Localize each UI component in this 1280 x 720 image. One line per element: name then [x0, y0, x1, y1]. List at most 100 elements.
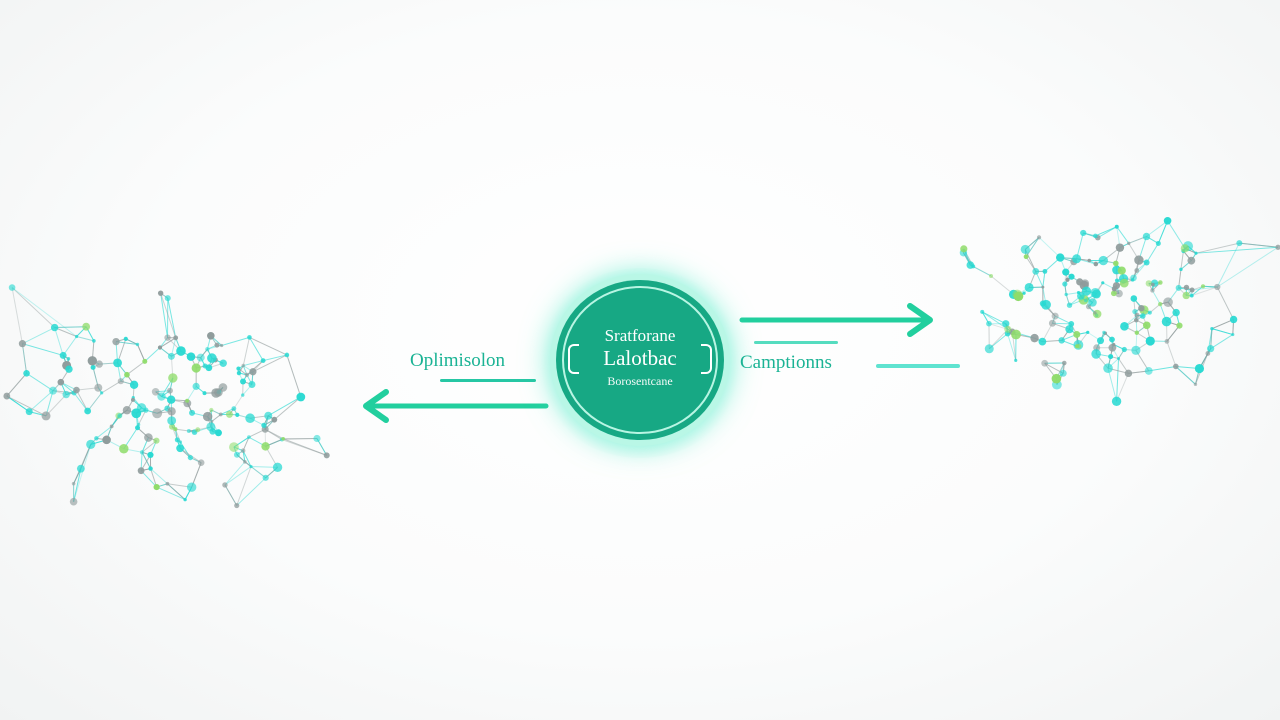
network-node	[966, 261, 975, 269]
network-node	[1048, 319, 1056, 327]
network-node	[153, 437, 160, 444]
network-edge	[1007, 333, 1017, 361]
network-node	[167, 407, 176, 416]
network-node	[1114, 278, 1120, 283]
network-edge	[1211, 318, 1234, 330]
network-node	[66, 356, 71, 361]
network-node	[231, 406, 237, 411]
network-node	[49, 386, 58, 395]
network-edge	[1152, 290, 1161, 305]
network-edge	[22, 327, 55, 345]
network-node	[1085, 304, 1092, 310]
network-edge	[990, 275, 1014, 295]
network-node	[1004, 325, 1012, 333]
network-node	[73, 386, 80, 394]
network-edge	[1095, 226, 1117, 237]
network-node	[1214, 283, 1221, 291]
network-node	[1236, 240, 1243, 247]
network-node	[1041, 285, 1045, 289]
network-node	[1014, 358, 1018, 362]
network-edge	[159, 337, 176, 348]
network-node	[65, 365, 73, 373]
network-edge	[236, 466, 252, 506]
network-node	[1175, 284, 1182, 291]
network-node	[186, 352, 196, 361]
network-edge	[1116, 226, 1130, 244]
network-node	[95, 360, 103, 368]
network-edge	[125, 338, 138, 345]
network-node	[1176, 322, 1183, 329]
network-edge	[138, 409, 147, 425]
network-edge	[242, 450, 252, 467]
network-node	[176, 346, 186, 356]
network-edge	[160, 293, 177, 338]
network-cluster-right	[959, 217, 1280, 407]
network-node	[18, 340, 27, 348]
right-label: Camptionns	[740, 352, 832, 373]
network-node	[102, 435, 111, 445]
network-node	[1097, 337, 1105, 345]
network-node	[240, 378, 247, 385]
network-node	[1163, 297, 1173, 307]
network-node	[192, 382, 200, 390]
network-edge	[167, 483, 186, 500]
network-node	[1134, 312, 1140, 318]
network-node	[197, 459, 205, 466]
network-node	[1074, 344, 1079, 349]
network-node	[1110, 290, 1117, 297]
network-node	[211, 388, 221, 398]
network-node	[94, 436, 99, 441]
network-node	[151, 387, 160, 396]
network-edge	[73, 444, 92, 502]
network-edge	[45, 394, 67, 417]
network-node	[1002, 320, 1010, 328]
network-node	[117, 413, 123, 419]
network-node	[195, 427, 201, 433]
network-node	[135, 425, 141, 431]
network-node	[1059, 369, 1067, 377]
left-label: Oplimisolon	[410, 350, 506, 371]
network-node	[220, 343, 224, 348]
network-edge	[224, 484, 238, 506]
network-node	[144, 433, 153, 442]
network-edge	[156, 486, 186, 501]
network-node	[176, 444, 185, 453]
network-edge	[1166, 325, 1180, 342]
network-node	[214, 342, 220, 348]
network-node	[247, 435, 251, 440]
network-node	[1124, 369, 1133, 378]
network-edge	[76, 336, 94, 342]
network-node	[1194, 363, 1205, 374]
network-node	[1062, 281, 1068, 287]
network-node	[1133, 317, 1139, 323]
network-edge	[233, 394, 244, 409]
right-label-overline	[754, 341, 838, 344]
network-edge	[1157, 220, 1169, 244]
network-node	[1145, 280, 1153, 287]
network-node	[248, 380, 256, 388]
network-node	[207, 332, 215, 340]
network-edge	[1211, 318, 1234, 330]
network-node	[1093, 261, 1099, 267]
network-node	[229, 442, 239, 452]
network-node	[241, 393, 245, 397]
network-node	[245, 413, 255, 424]
network-edge	[144, 347, 161, 362]
network-edge	[283, 438, 327, 456]
network-node	[164, 334, 171, 341]
network-edge	[73, 468, 82, 502]
network-node	[157, 392, 166, 401]
network-edge	[1192, 286, 1218, 291]
network-node	[1134, 330, 1140, 335]
network-node	[984, 344, 994, 354]
network-node	[1098, 255, 1109, 266]
network-node	[139, 450, 145, 455]
network-node	[1163, 217, 1172, 225]
network-node	[1068, 273, 1075, 280]
network-node	[1147, 310, 1152, 315]
network-node	[1193, 382, 1198, 387]
network-node	[153, 483, 160, 491]
network-edge	[141, 452, 152, 469]
network-node	[122, 406, 132, 415]
